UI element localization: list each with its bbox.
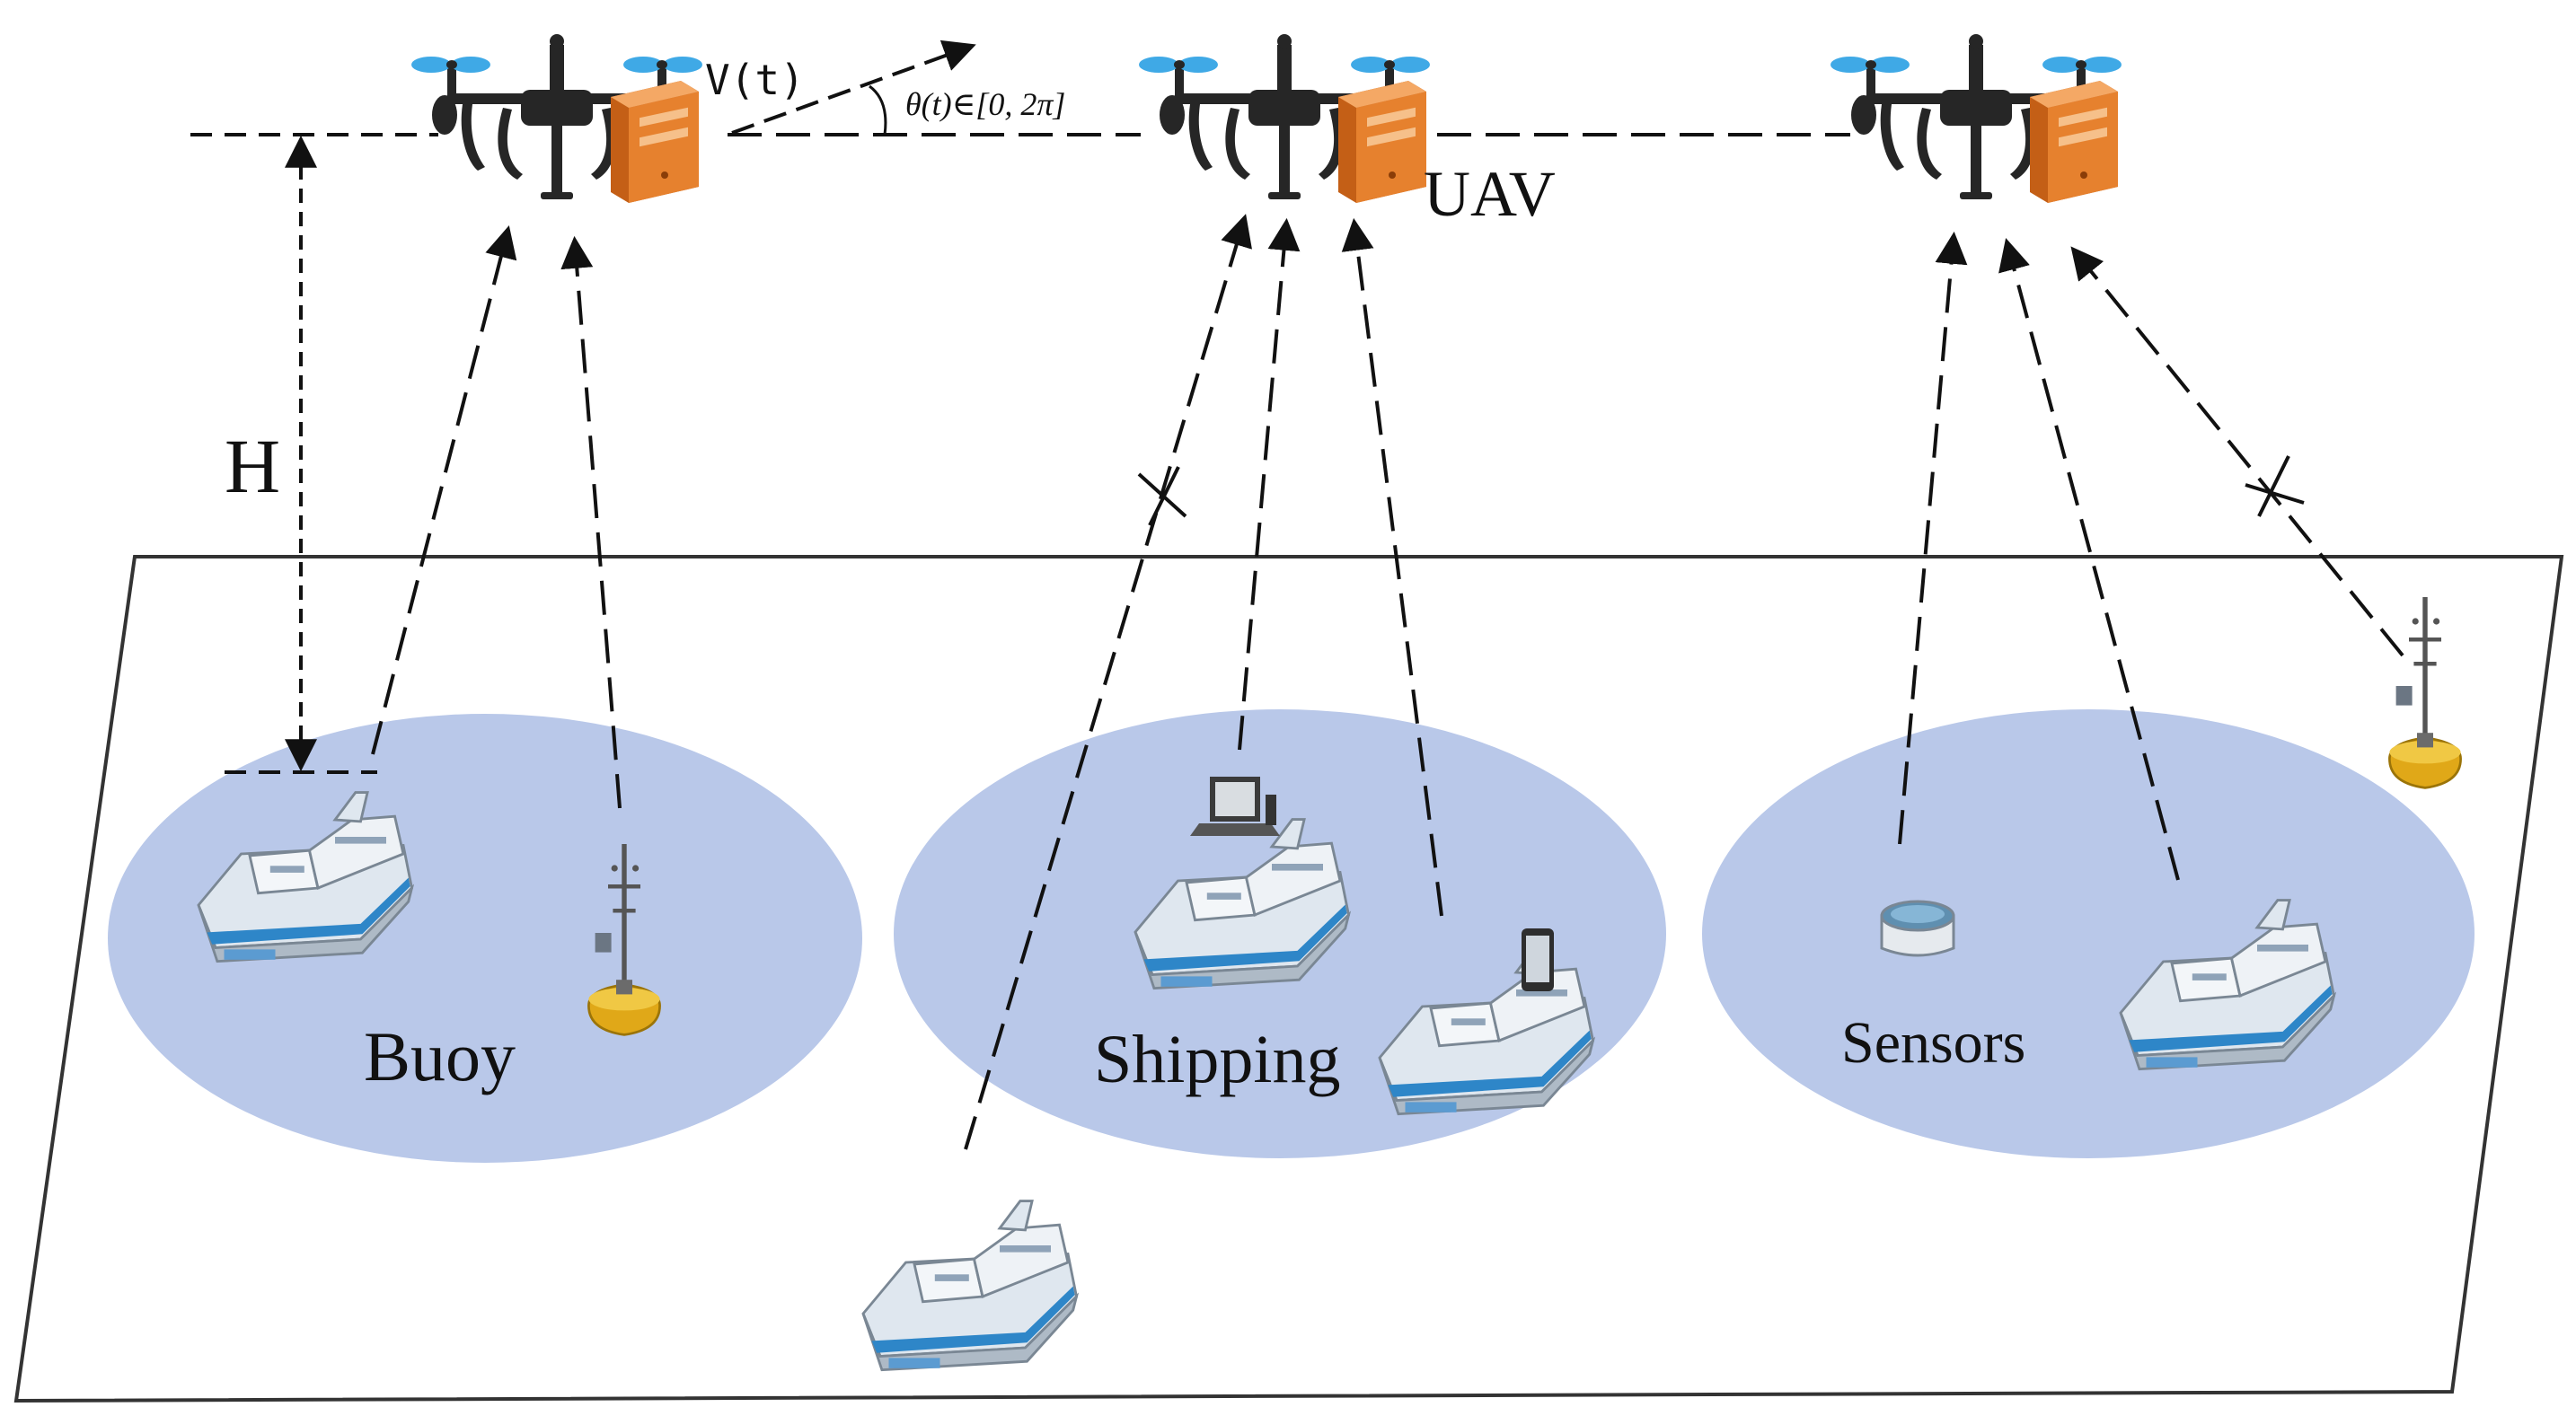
- uplink: [1238, 217, 1301, 751]
- sensors-label: Sensors: [1841, 1010, 2025, 1076]
- laptop-icon: [1190, 777, 1280, 836]
- velocity-vector: [731, 40, 976, 135]
- uav-label: UAV: [1424, 158, 1556, 230]
- uplink: [1341, 217, 1443, 917]
- phone-icon: [1522, 928, 1554, 991]
- buoy-cluster: [108, 714, 862, 1163]
- uplink: [371, 225, 517, 755]
- uplink: [1998, 238, 2180, 881]
- angle-label: θ(t)∈[0, 2π]: [905, 86, 1065, 122]
- velocity-label: V(t): [705, 56, 805, 104]
- blocked-link-icon: [2245, 455, 2305, 517]
- sensors-cluster: [1702, 709, 2475, 1158]
- uplink: [2070, 246, 2404, 657]
- height-label: H: [225, 423, 280, 509]
- buoy-label: Buoy: [364, 1017, 516, 1095]
- uav-icon: [1831, 34, 2122, 203]
- uplink: [964, 214, 1252, 1150]
- uav-icon: [1139, 34, 1430, 203]
- blocked-link-icon: [1137, 466, 1187, 526]
- sensor-icon: [1880, 900, 1955, 957]
- shipping-label: Shipping: [1094, 1022, 1341, 1097]
- uplink: [1898, 231, 1968, 845]
- uav-icon: [411, 34, 702, 203]
- angle-arc: [869, 84, 887, 136]
